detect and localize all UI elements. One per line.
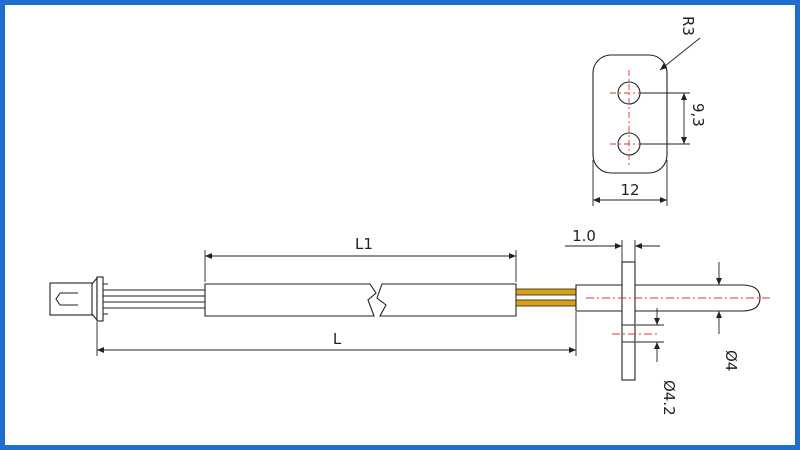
label-flange-thickness: 1.0 [572, 227, 596, 245]
dimension-plate-width [592, 160, 668, 206]
dimension-hole-spacing [640, 92, 690, 145]
label-probe-diameter: Ø4 [722, 350, 740, 371]
dimension-probe-diameter [716, 262, 742, 334]
wire-bundle [103, 289, 205, 309]
sleeve-tube [204, 283, 517, 317]
label-corner-radius: R3 [679, 16, 697, 36]
connector [49, 276, 108, 322]
flange-side [621, 261, 636, 381]
dimension-L1 [204, 250, 517, 282]
dimension-hole-diameter [636, 308, 664, 362]
dimension-corner-radius [659, 37, 701, 71]
label-hole-spacing: 9,3 [689, 103, 707, 127]
dimension-flange-thickness [565, 240, 660, 262]
flange-front-view [592, 54, 668, 174]
label-L: L [333, 330, 342, 348]
label-plate-width: 12 [620, 181, 639, 199]
label-hole-diameter: Ø4.2 [660, 380, 678, 416]
centerlines [586, 297, 770, 335]
label-L1: L1 [355, 235, 373, 253]
dimension-L [96, 312, 577, 356]
gold-wires [515, 288, 577, 307]
